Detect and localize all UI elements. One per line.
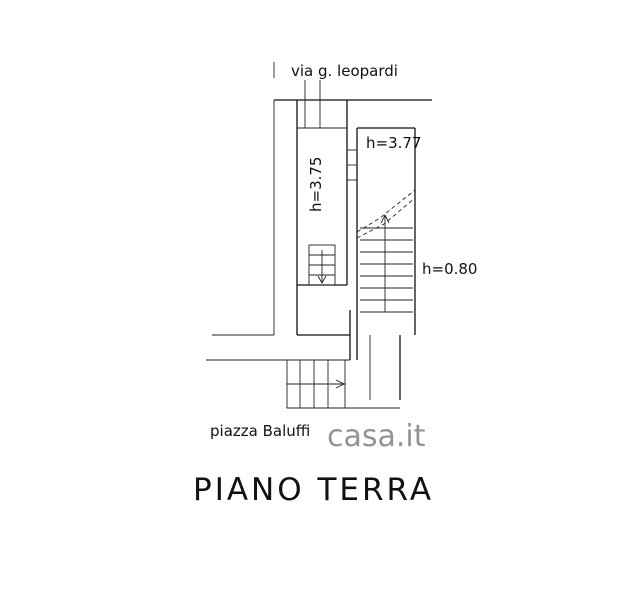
room-left [296,80,348,335]
street-label: via g. leopardi [291,62,398,80]
height-label-stair-landing: h=0.80 [422,260,477,278]
entry-area [206,310,401,409]
watermark: casa.it [327,419,426,454]
street-edge [212,62,432,336]
room-right [347,127,416,335]
square-label: piazza Baluffi [210,422,310,440]
height-label-left-room: h=3.75 [307,157,325,212]
height-label-right-room: h=3.77 [366,134,421,152]
main-staircase [360,213,413,313]
entry-staircase [286,359,346,409]
floor-title: PIANO TERRA [193,472,434,508]
